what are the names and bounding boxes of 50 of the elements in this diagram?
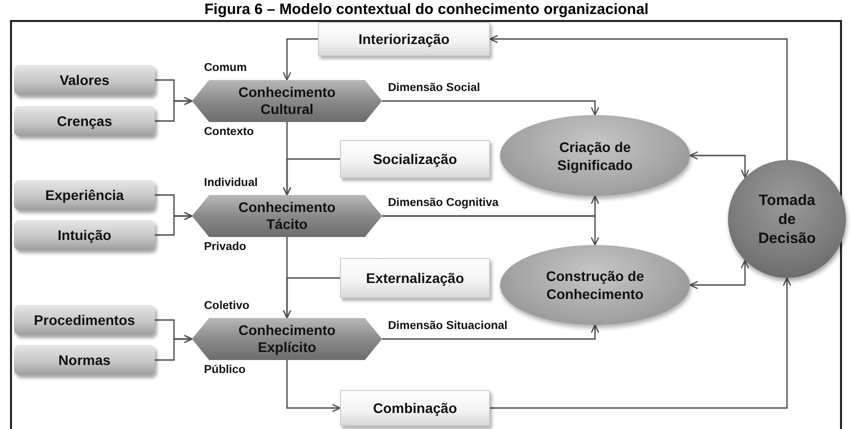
connector-arrow [155,96,193,122]
connector-arrow [286,360,341,412]
process-box [340,258,490,298]
input-box [14,106,155,136]
side-label: Público [204,364,246,376]
side-label: Individual [204,177,258,189]
edge-label: Dimensão Cognitiva [386,197,501,209]
connector-arrow [490,277,792,409]
connector-arrow [382,324,600,340]
side-label: Privado [204,241,246,253]
node-label: Socialização [372,151,458,167]
process-box [340,140,490,178]
node-label: Construção de Conhecimento [544,267,645,303]
connector-arrow [382,100,600,116]
node-label: Combinação [372,400,457,416]
connector-arrow [155,334,193,361]
process-box [318,22,490,56]
edge-label: Dimensão Situacional [386,320,510,332]
node-label: Conhecimento Tácito [237,199,337,233]
node-label: Criação de Significado [556,138,634,174]
input-box [14,305,155,335]
side-label: Coletivo [204,300,250,312]
side-label: Contexto [204,126,254,138]
connector-arrow [689,260,750,290]
node-label: Conhecimento Explícito [237,322,337,356]
node-label: Externalização [366,270,464,286]
node-label: Normas [58,352,111,368]
connector-arrow [689,151,750,178]
input-box [14,345,155,375]
connector-arrow [382,215,600,246]
node-label: Crenças [56,113,112,129]
input-box [14,180,155,210]
side-label: Comum [204,62,247,74]
connector-arrow [282,277,340,319]
node-label: Procedimentos [34,312,136,328]
input-box [14,65,155,95]
connector-arrow [282,158,340,196]
node-label: Conhecimento Cultural [237,84,337,118]
node-label: Interiorização [358,31,450,47]
figure-title: Figura 6 – Modelo contextual do conhecimento organizacional [203,0,650,19]
connector-arrow [155,212,193,236]
edge-label: Dimensão Social [386,82,482,94]
node-label: Valores [60,72,110,88]
connector-arrow [282,38,318,81]
connector-arrow [489,34,788,160]
node-label: Intuição [58,227,112,243]
node-label: Experiência [45,187,124,203]
input-box [14,220,155,250]
process-box [340,390,490,426]
node-label: Tomada de Decisão [757,190,817,248]
